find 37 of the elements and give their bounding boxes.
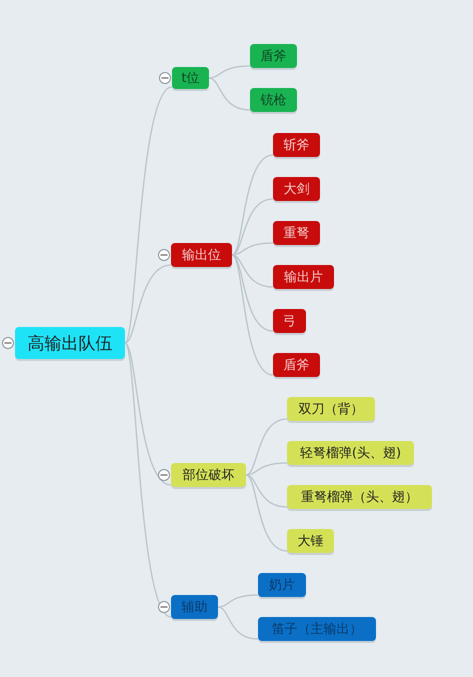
connector-line [218, 606, 258, 640]
connector-line [232, 254, 274, 332]
topic-box: 大剑 [273, 177, 320, 201]
connector-line [232, 242, 274, 256]
connector-line [124, 86, 172, 344]
connector-line [124, 264, 172, 344]
connector-line [218, 594, 258, 608]
topic-box: 铳枪 [250, 88, 297, 112]
topic-box: 输出片 [273, 265, 334, 289]
topic-box: 盾斧 [250, 44, 297, 68]
topic-box: 输出位 [171, 243, 232, 267]
topic-box: 大锤 [287, 529, 334, 553]
topic-box: 轻弩榴弹(头、翅) [287, 441, 414, 465]
connector-line [232, 198, 274, 256]
topic-box: 弓 [273, 309, 306, 333]
topic-box: 盾斧 [273, 353, 320, 377]
topic-box: 笛子（主输出） [258, 617, 376, 641]
connector-line [124, 342, 172, 618]
topic-box: 重弩 [273, 221, 320, 245]
connector-line [246, 418, 288, 476]
topic-box: 辅助 [171, 595, 218, 619]
topic-box: 奶片 [258, 573, 306, 597]
topic-box: t位 [172, 67, 209, 89]
connector-line [246, 462, 288, 476]
connector-line [246, 474, 288, 508]
topic-box: 重弩榴弹（头、翅） [287, 485, 432, 509]
connector-line [232, 154, 274, 256]
connector-line [208, 77, 250, 111]
topic-box: 部位破坏 [171, 463, 246, 487]
root-topic-box: 高输出队伍 [15, 327, 125, 359]
connector-line [246, 474, 288, 552]
topic-box: 斩斧 [273, 133, 320, 157]
connector-line [208, 65, 250, 79]
topic-box: 双刀（背） [287, 397, 375, 421]
connector-line [232, 254, 274, 288]
connector-line [124, 342, 172, 486]
connector-line [232, 254, 274, 376]
